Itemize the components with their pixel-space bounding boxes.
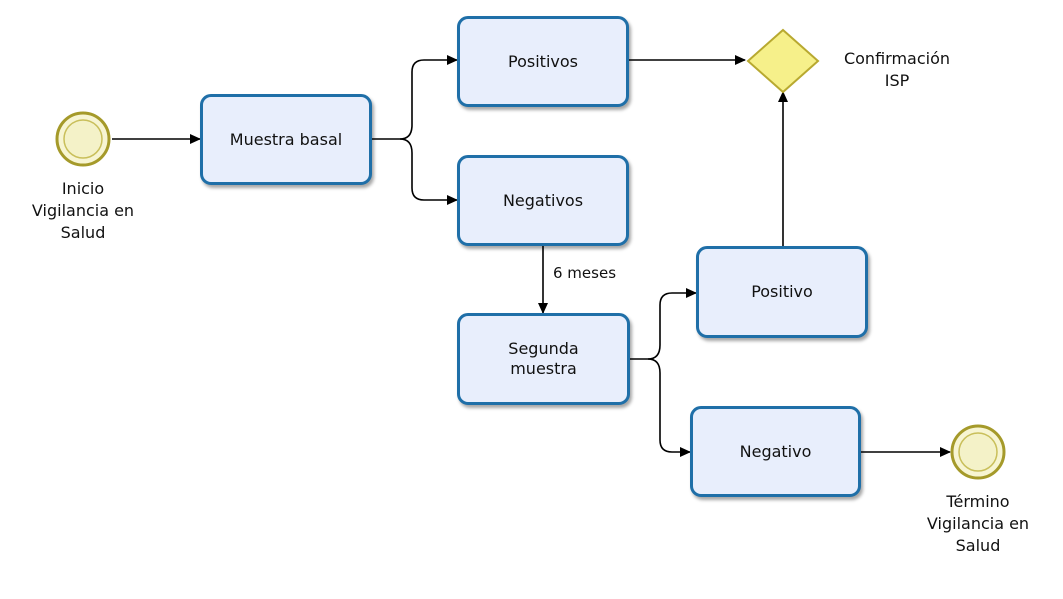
gateway-label: Confirmación ISP (843, 49, 951, 90)
task-positivos-label: Positivos (508, 51, 578, 71)
edge-basal-to-positivos (372, 55, 458, 140)
task-negativo-label: Negativo (739, 441, 812, 461)
gateway-diamond[interactable] (746, 28, 820, 94)
end-event-label: Término Vigilancia en Salud (926, 492, 1030, 555)
start-event[interactable] (55, 111, 111, 167)
end-event[interactable] (950, 424, 1006, 480)
task-negativo[interactable]: Negativo (690, 406, 861, 497)
edge-label-seis-meses: 6 meses (553, 264, 617, 282)
task-segunda-muestra-label: Segunda muestra (508, 339, 579, 378)
task-negativos[interactable]: Negativos (457, 155, 629, 246)
task-segunda-muestra[interactable]: Segunda muestra (457, 313, 630, 405)
task-positivo[interactable]: Positivo (696, 246, 868, 338)
task-positivos[interactable]: Positivos (457, 16, 629, 107)
task-negativos-label: Negativos (502, 190, 584, 210)
edge-basal-to-negativos (399, 138, 458, 205)
task-positivo-label: Positivo (751, 282, 813, 301)
task-muestra-basal-label: Muestra basal (229, 129, 343, 149)
start-event-label: Inicio Vigilancia en Salud (31, 179, 135, 242)
edge-segunda-to-positivo (630, 288, 697, 360)
task-muestra-basal[interactable]: Muestra basal (200, 94, 372, 185)
edge-segunda-to-negativo (647, 358, 691, 457)
